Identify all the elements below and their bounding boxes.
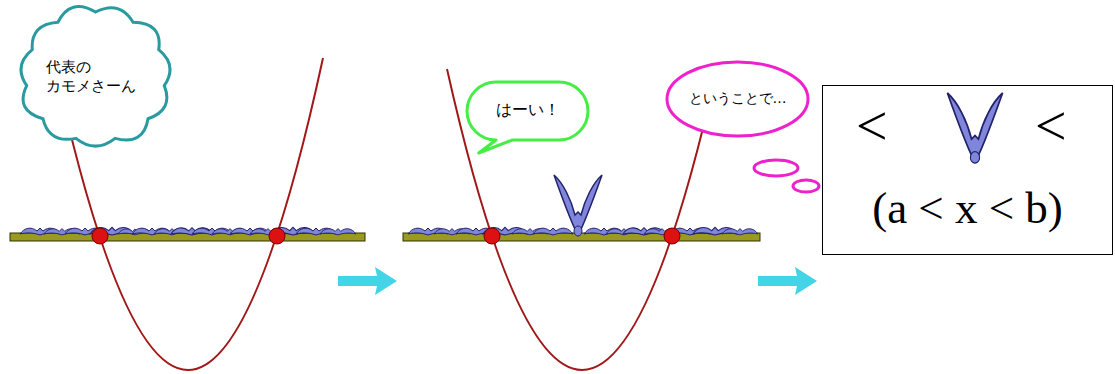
seagull-flock [408,227,758,235]
thought-trail [793,180,819,192]
cloud-outline [21,7,170,147]
speech-outline [467,82,588,153]
root-dot [92,228,108,244]
bubble-text: 代表の カモメさーん [46,58,146,96]
result-box: < < (a < x < b) [822,85,1113,255]
bubble-text: ということで… [689,90,787,108]
seagull-flock [20,227,356,235]
step-arrow [338,267,397,295]
speech-bubble: はーい！ [465,80,590,155]
root-dot [269,228,285,244]
root-dot [484,228,500,244]
inequality-formula: (a < x < b) [823,186,1112,231]
root-dot [664,228,680,244]
less-than-sign: < [1035,98,1067,154]
thought-outline [667,62,808,136]
cloud-bubble: 代表の カモメさーん [18,4,173,149]
text-holder: ということで… [665,60,810,138]
thought-bubble: ということで… [665,60,810,138]
step-arrow [758,267,817,295]
bubble-text: はーい！ [496,100,560,120]
standing-seagull [554,175,602,236]
text-holder: 代表の カモメさーん [18,4,173,149]
text-holder: はーい！ [465,80,590,155]
less-than-sign: < [856,98,888,154]
standing-seagull [947,93,1002,163]
thought-trail [754,160,798,176]
